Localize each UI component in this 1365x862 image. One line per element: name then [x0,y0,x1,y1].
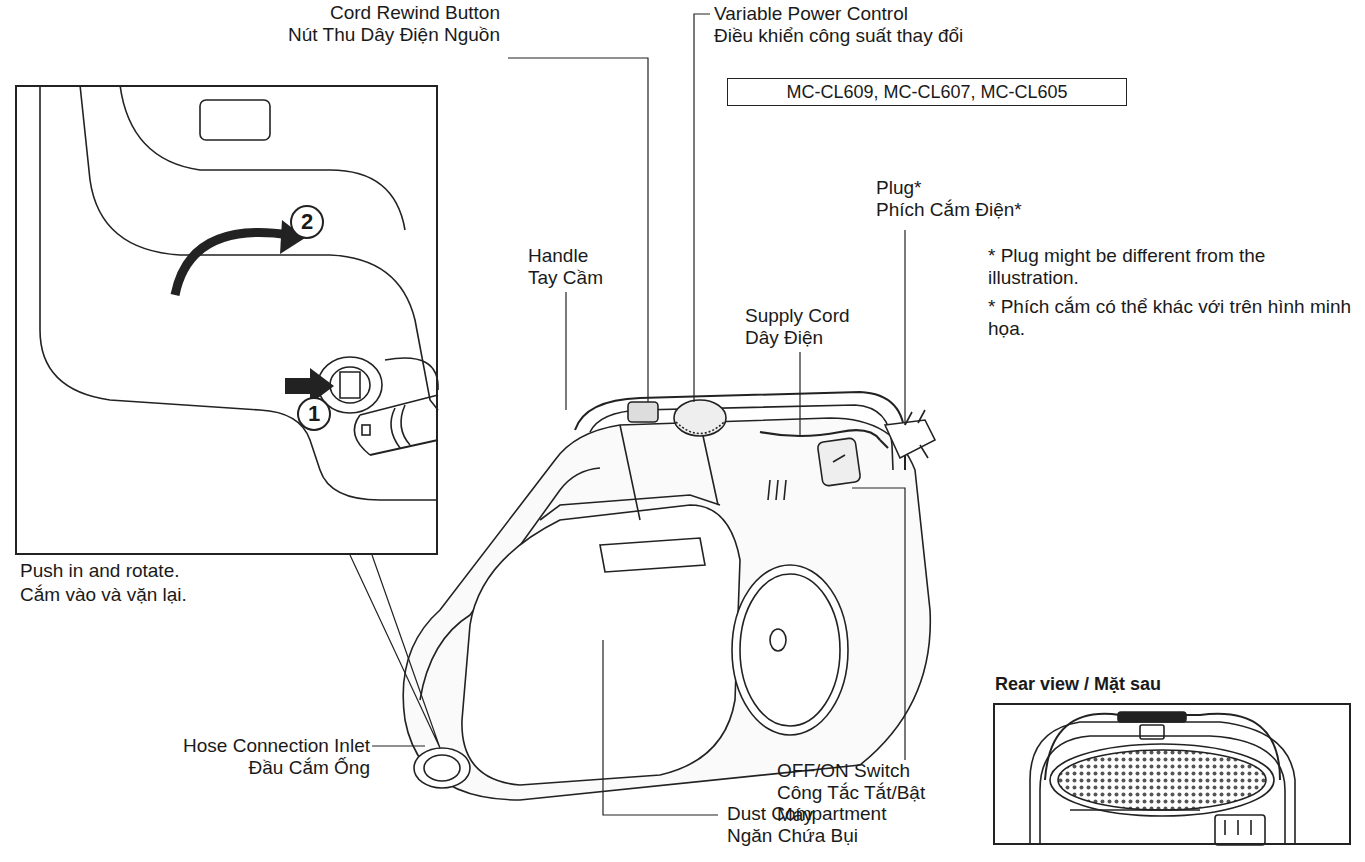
inset-drawing [40,85,438,500]
part-label: Phích Cắm Điện* [876,199,1136,221]
part-label: * Plug might be different from the illus… [988,245,1353,289]
part-label: Tay Cầm [528,267,668,289]
callout-circle: 1 [297,397,331,431]
callout-circle: 2 [290,205,324,239]
node-text: MC-CL609, MC-CL607, MC-CL605 [728,79,1126,105]
model-box: MC-CL609, MC-CL607, MC-CL605 [727,78,1127,106]
node-text: Cắm vào và vặn lại. [20,584,187,606]
part-label: Nút Thu Dây Điện Nguồn [200,24,500,46]
leader-lines [350,14,905,815]
rear-view-drawing [1030,712,1295,845]
part-label: Dây Điện [745,327,945,349]
part-label: Điều khiển công suất thay đổi [714,25,1134,47]
part-label: * Phích cắm có thể khác với trên hình mi… [988,296,1353,340]
part-label: OFF/ON Switch [777,760,977,782]
part-label: Đầu Cắm Ống [60,757,370,779]
callout-number: 2 [292,207,322,237]
part-label: Ngăn Chứa Bụi [727,825,977,847]
part-label: Dust Compartment [727,803,977,825]
node-text: Rear view / Mặt sau [995,673,1161,695]
part-label: Plug* [876,177,1136,199]
vacuum-body [403,392,935,800]
part-label: Cord Rewind Button [200,2,500,24]
part-label: Supply Cord [745,305,945,327]
node-text: Push in and rotate. [20,560,180,582]
part-label: Variable Power Control [714,3,1134,25]
part-label: Handle [528,245,668,267]
inset-box: Push in and rotate.Cắm vào và vặn lại.21 [15,85,438,555]
callout-number: 1 [299,399,329,429]
inset-box: Rear view / Mặt sau [993,703,1351,845]
part-label: Hose Connection Inlet [60,735,370,757]
